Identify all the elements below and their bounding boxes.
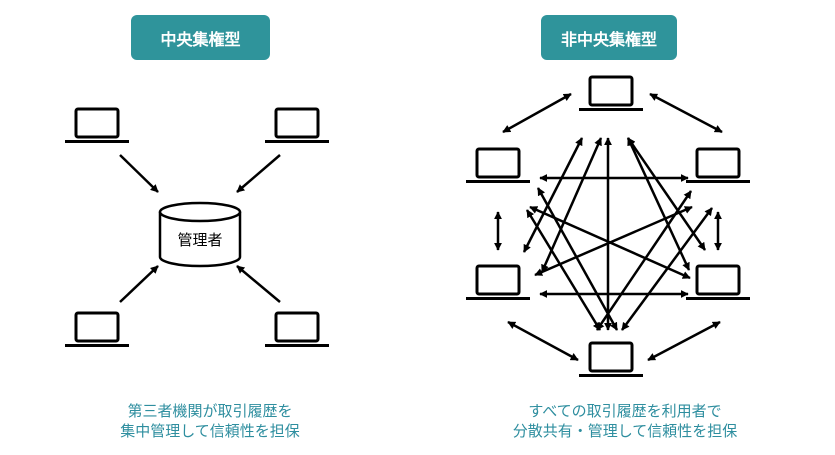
centralized-caption-line-2: 集中管理して信頼性を担保 [120,422,300,440]
decentralized-caption: すべての取引履歴を利用者で 分散共有・管理して信頼性を担保 [455,401,795,441]
peer-connection-arrow [620,207,714,331]
peer-connection-arrow [647,320,721,362]
laptop-icon [263,311,331,349]
centralized-diagram: 管理者 [63,107,331,349]
centralized-title-badge: 中央集権型 [131,15,270,60]
connection-arrow [236,154,281,193]
peer-connection-arrow [525,209,602,331]
peer-connection-arrow [522,137,584,253]
laptop-icon [464,147,532,185]
peer-connection-arrow [534,205,693,277]
decentralized-diagram [464,75,752,379]
peer-connection-arrow [649,92,723,134]
centralized-caption-line-1: 第三者機関が取引履歴を [127,402,293,420]
center-node-label: 管理者 [177,231,222,249]
connection-arrow [119,265,159,303]
decentralized-title-badge: 非中央集権型 [541,15,677,60]
connection-arrow [236,265,281,303]
peer-connection-arrow [507,320,579,362]
peer-connection-arrow [595,190,693,331]
peer-connection-arrow [502,92,572,134]
laptop-icon [577,341,645,379]
decentralized-caption-line-1: すべての取引履歴を利用者で [528,402,722,420]
laptop-icon [577,75,645,113]
laptop-icon [684,147,752,185]
laptop-icon [63,311,131,349]
decentralized-edges [494,92,723,362]
decentralized-caption-line-2: 分散共有・管理して信頼性を担保 [512,422,738,440]
laptop-icon [464,264,532,302]
centralized-edges [119,154,281,303]
laptop-icon [684,264,752,302]
laptop-icon [63,107,131,145]
peer-connection-arrow [536,187,619,331]
connection-arrow [119,154,159,193]
database-icon: 管理者 [158,201,242,268]
laptop-icon [263,107,331,145]
centralized-caption: 第三者機関が取引履歴を 集中管理して信頼性を担保 [60,401,360,441]
